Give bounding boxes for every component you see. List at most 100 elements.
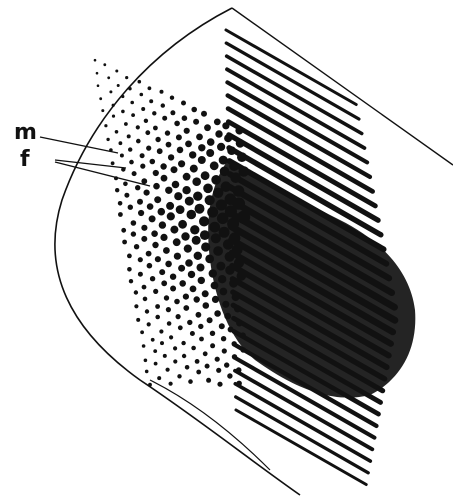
fibre-dot [97, 84, 100, 87]
fibre-dot [196, 312, 202, 318]
fibre-dot [127, 254, 132, 259]
fibre-dot [173, 238, 181, 246]
fibre-dot [120, 154, 124, 158]
fibre-dot [170, 286, 176, 292]
fibre-dot [195, 204, 205, 214]
fibre-dot [165, 130, 170, 135]
fibre-dot [112, 104, 115, 107]
fibre-dot [141, 236, 147, 242]
fibre-dot [162, 116, 167, 121]
fibre-dot [163, 247, 170, 254]
fibre-dot [176, 134, 182, 140]
fibre-dot [153, 289, 158, 294]
fibre-dot [155, 304, 160, 309]
fibre-dot [190, 225, 199, 234]
fibre-dot [196, 370, 201, 375]
fibre-dot [197, 264, 205, 272]
fibre-dot [160, 163, 166, 169]
fibre-dot [190, 331, 195, 336]
fibre-dot [168, 154, 174, 160]
fibre-dot [190, 286, 197, 293]
fibre-dot [144, 190, 150, 196]
fibre-dot [124, 122, 128, 126]
fibre-dot [147, 322, 151, 326]
fibre-dot [117, 84, 120, 87]
fibre-dot [138, 257, 143, 262]
fibre-dot [170, 110, 175, 115]
fibre-dot [104, 124, 107, 127]
fibre-dot [99, 97, 102, 100]
fibre-dot [132, 171, 137, 176]
fibre-dot [131, 220, 137, 226]
fibre-dot [160, 341, 164, 345]
fibre-dot [146, 251, 152, 257]
fibre-dot [169, 335, 173, 339]
fibre-dot [145, 309, 149, 313]
fibre-dot [224, 362, 229, 367]
fibre-dot [181, 341, 185, 345]
fibre-dot [214, 310, 221, 317]
fibre-dot [134, 290, 138, 294]
fibre-dot [138, 210, 144, 216]
fibre-dot [174, 192, 182, 200]
fibre-dot [121, 110, 125, 114]
fibre-dot [185, 141, 192, 148]
fibre-dot [137, 199, 143, 205]
fibre-dot [109, 90, 112, 93]
fibre-dot [121, 228, 126, 233]
fibre-dot [183, 294, 189, 300]
fibre-dot [170, 226, 178, 234]
fibre-dot [150, 159, 156, 165]
label-m-leader [40, 137, 118, 153]
fibre-dot [129, 279, 133, 283]
fibre-dot [145, 130, 150, 135]
fibre-dot [181, 232, 189, 240]
fibre-dot [214, 119, 221, 126]
fibre-dot [185, 365, 190, 370]
fibre-dot [207, 138, 215, 146]
fibre-dot [199, 216, 209, 226]
fibre-dot [152, 111, 156, 115]
fibre-dot [157, 148, 163, 154]
fibre-dot [94, 59, 97, 62]
fibre-dot [131, 113, 135, 117]
fibre-dot [188, 379, 193, 384]
fibre-dot [172, 181, 180, 189]
fibre-dot [150, 276, 155, 281]
fibre-dot [149, 99, 153, 103]
fibre-dot [153, 183, 160, 190]
fibre-dot [187, 320, 192, 325]
fibre-dot [141, 178, 147, 184]
fibre-dot [189, 151, 196, 158]
fibre-dot [165, 261, 172, 268]
fibre-dot [178, 160, 185, 167]
fibre-dot [185, 197, 194, 206]
fibre-dot [174, 299, 180, 305]
fibre-dot [149, 215, 156, 222]
fibre-dot [167, 212, 175, 220]
fibre-dot [151, 230, 158, 237]
fibre-dot [136, 125, 140, 129]
fibre-dot [148, 86, 152, 90]
fibre-dot [179, 280, 186, 287]
fibre-dot [147, 263, 153, 269]
fibre-dot [154, 362, 158, 366]
fibre-dot [192, 236, 201, 245]
fibre-dot [158, 208, 166, 216]
fibre-dot [121, 95, 124, 98]
fibre-dot [198, 324, 203, 329]
fibre-dot [138, 80, 142, 84]
fibre-dot [199, 337, 204, 342]
fibre-dot [206, 149, 214, 157]
fibre-dot [166, 202, 174, 210]
fibre-dot [219, 323, 225, 329]
fibre-dot [145, 370, 149, 374]
fibre-dot [184, 245, 192, 253]
fibre-dot [122, 240, 127, 245]
label-f: f [20, 147, 30, 172]
fibre-dot [188, 271, 195, 278]
fibre-dot [202, 290, 209, 297]
fibre-dot [127, 134, 131, 138]
fibre-dot [96, 72, 99, 75]
